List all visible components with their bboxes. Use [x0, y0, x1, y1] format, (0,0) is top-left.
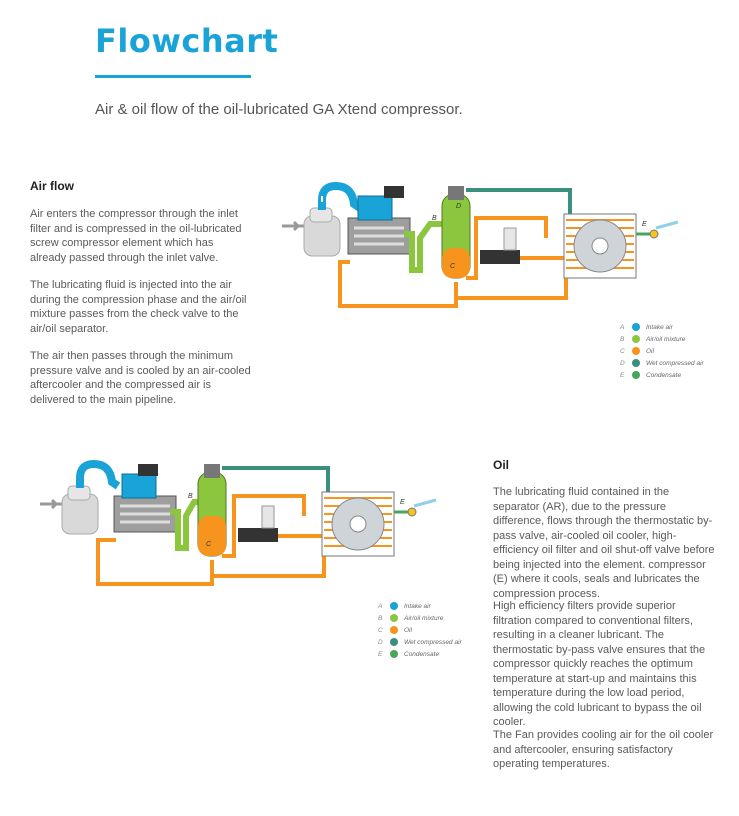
- inlet-arrows-icon: [282, 220, 304, 232]
- intake-air-pipe: [318, 181, 363, 212]
- oil-pipe-lower: [338, 260, 458, 308]
- oil-heading: Oil: [493, 458, 510, 472]
- air-oil-separator: [197, 464, 227, 557]
- title-underline: [95, 75, 251, 78]
- label-b: B: [432, 215, 437, 222]
- oil-pipe-lower: [96, 538, 214, 586]
- label-b: B: [188, 493, 193, 500]
- compressor-element: [113, 464, 177, 533]
- label-e: E: [642, 221, 647, 228]
- label-e: E: [400, 499, 405, 506]
- label-c: C: [206, 541, 212, 548]
- airflow-heading: Air flow: [30, 179, 74, 193]
- airflow-diagram: B C D E: [282, 181, 679, 308]
- label-c: C: [450, 263, 456, 270]
- oil-paragraph-1: The lubricating fluid contained in the s…: [493, 486, 715, 600]
- air-oil-pipe: [404, 221, 456, 273]
- wet-compressed-air-pipe: [222, 466, 330, 496]
- cooler: [321, 491, 395, 557]
- airflow-paragraph-2: The lubricating fluid is injected into t…: [30, 279, 247, 335]
- page-subtitle: Air & oil flow of the oil-lubricated GA …: [95, 101, 463, 118]
- airflow-paragraph-1: Air enters the compressor through the in…: [30, 208, 242, 264]
- air-oil-pipe: [170, 499, 204, 551]
- air-oil-separator: [441, 186, 471, 279]
- oil-paragraph-3: The Fan provides cooling air for the oil…: [493, 729, 714, 770]
- inlet-arrows-icon: [40, 498, 62, 510]
- page-title: Flowchart: [95, 22, 279, 60]
- inlet-filter: [303, 207, 341, 257]
- cooler: [563, 213, 637, 279]
- wet-compressed-air-pipe: [466, 188, 572, 218]
- label-d: D: [456, 203, 461, 210]
- oil-paragraph-2: High efficiency filters provide superior…: [493, 600, 706, 728]
- intake-air-pipe: [76, 459, 121, 490]
- oil-filter: [480, 227, 520, 264]
- oil-filter: [238, 505, 278, 542]
- oil-diagram: B C E: [40, 459, 437, 586]
- inlet-filter: [61, 485, 99, 535]
- airflow-paragraph-3: The air then passes through the minimum …: [30, 350, 251, 406]
- compressor-element: [347, 186, 411, 255]
